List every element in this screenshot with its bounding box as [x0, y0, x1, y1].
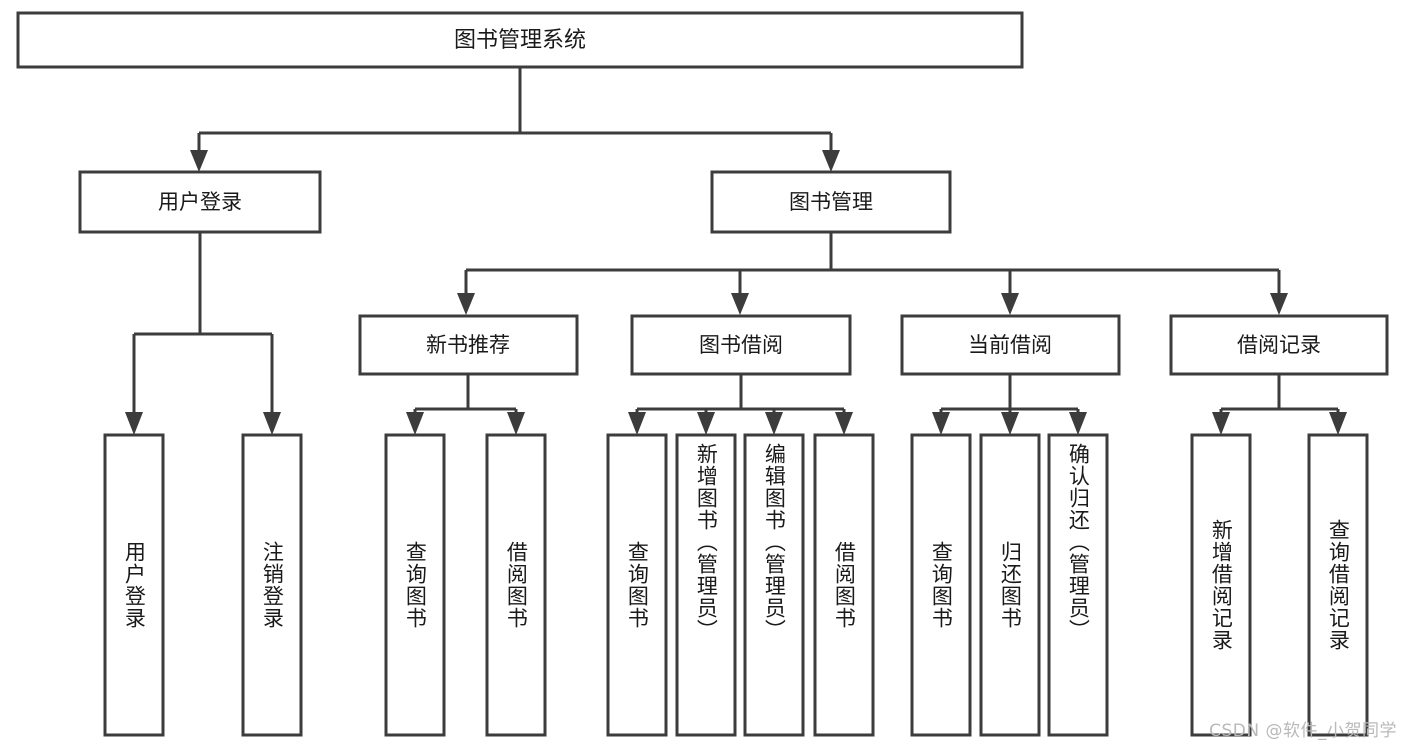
connector-new-book-recommend-to-leaves [406, 374, 525, 435]
connector-current-borrow-to-leaves [932, 374, 1087, 435]
current-borrow-box[interactable] [900, 314, 1121, 376]
arrow-new-book-recommend [457, 293, 475, 315]
leaf-box-query-book-1[interactable] [384, 433, 446, 737]
connector-book-borrow-to-leaves [628, 374, 853, 435]
arrow-leaf-add-book [697, 412, 715, 435]
arrow-borrow-record [1270, 293, 1288, 315]
new-book-recommend-label: 新书推荐 [426, 333, 510, 357]
leaf-box-query-book-2[interactable] [606, 433, 668, 737]
connector-root-to-level2 [190, 67, 840, 172]
arrow-leaf-confirm-return [1069, 412, 1087, 435]
arrow-leaf-add-record [1212, 412, 1230, 435]
leaf-box-confirm-return[interactable] [1047, 433, 1109, 737]
connector-book-management-to-level3 [457, 232, 1288, 315]
arrow-leaf-query-book-2 [628, 412, 646, 435]
connector-user-login-to-leaves [125, 232, 281, 435]
book-borrow-box[interactable] [630, 314, 852, 376]
borrow-record-box[interactable] [1169, 314, 1389, 376]
root-box[interactable] [16, 11, 1024, 69]
user-login-label: 用户登录 [158, 190, 242, 214]
book-management-label: 图书管理 [789, 190, 873, 214]
arrow-leaf-borrow-book-1 [507, 412, 525, 435]
leaf-box-user-logout[interactable] [241, 433, 303, 737]
arrow-leaf-query-book-1 [406, 412, 424, 435]
new-book-recommend-box[interactable] [358, 314, 579, 376]
node-book-management[interactable]: 图书管理 [710, 170, 952, 234]
arrow-leaf-user-logout [263, 412, 281, 435]
root-label: 图书管理系统 [454, 28, 586, 53]
arrow-leaf-query-book-3 [932, 412, 950, 435]
arrow-leaf-borrow-book-2 [835, 412, 853, 435]
leaf-box-add-book[interactable] [675, 433, 737, 737]
arrow-book-borrow [731, 293, 749, 315]
current-borrow-label: 当前借阅 [968, 333, 1052, 357]
leaf-box-edit-book[interactable] [743, 433, 805, 737]
arrow-leaf-return-book [1001, 412, 1019, 435]
arrow-user-login [190, 150, 208, 172]
leaf-box-borrow-book-2[interactable] [813, 433, 875, 737]
arrow-leaf-user-login [125, 412, 143, 435]
node-book-borrow[interactable]: 图书借阅 [630, 314, 852, 376]
connector-borrow-record-to-leaves [1212, 374, 1347, 435]
node-new-book-recommend[interactable]: 新书推荐 [358, 314, 579, 376]
node-borrow-record[interactable]: 借阅记录 [1169, 314, 1389, 376]
book-borrow-label: 图书借阅 [699, 333, 783, 357]
arrow-leaf-edit-book [765, 412, 783, 435]
arrow-leaf-query-record [1329, 412, 1347, 435]
leaf-box-add-record[interactable] [1190, 433, 1252, 737]
node-root[interactable]: 图书管理系统 [16, 11, 1024, 69]
node-user-login[interactable]: 用户登录 [78, 170, 322, 234]
leaf-box-query-record[interactable] [1307, 433, 1369, 737]
leaf-box-return-book[interactable] [979, 433, 1041, 737]
leaf-box-borrow-book-1[interactable] [485, 433, 547, 737]
borrow-record-label: 借阅记录 [1237, 333, 1321, 357]
arrow-current-borrow [1001, 293, 1019, 315]
arrow-book-management [822, 150, 840, 172]
leaf-box-user-login[interactable] [103, 433, 165, 737]
csdn-watermark: CSDN @软件_小贺同学 [1209, 721, 1397, 741]
node-current-borrow[interactable]: 当前借阅 [900, 314, 1121, 376]
leaf-box-query-book-3[interactable] [910, 433, 972, 737]
book-management-box[interactable] [710, 170, 952, 234]
